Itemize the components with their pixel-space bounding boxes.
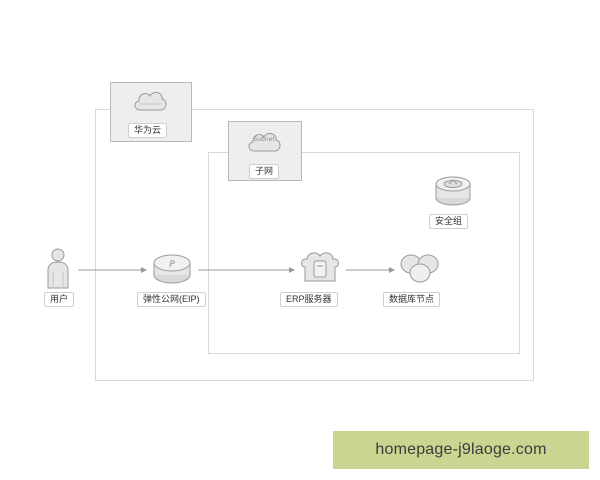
watermark-text: homepage-j9laoge.com — [375, 441, 547, 458]
subnet-frame — [208, 152, 520, 354]
eip-label: 弹性公网(EIP) — [137, 292, 206, 307]
database-node-label: 数据库节点 — [383, 292, 441, 307]
erp-server-icon — [301, 252, 339, 282]
eip-icon: P — [153, 254, 191, 284]
database-node-icon — [400, 254, 439, 283]
security-group-label: 安全组 — [429, 214, 469, 229]
subnet-badge-text: Subnet — [253, 136, 275, 143]
user-label: 用户 — [44, 292, 75, 307]
huawei-cloud-label: 华为云 — [128, 123, 168, 138]
svg-text:P: P — [169, 260, 175, 270]
user-icon — [47, 248, 69, 289]
subnet-label: 子网 — [249, 164, 280, 179]
cloud-icon — [134, 91, 167, 111]
cloud-region-frame — [95, 109, 534, 381]
watermark-banner: homepage-j9laoge.com — [333, 431, 589, 469]
erp-server-label: ERP服务器 — [280, 292, 338, 307]
security-group-icon — [435, 176, 471, 206]
subnet-cloud-icon: Subnet — [248, 132, 281, 152]
